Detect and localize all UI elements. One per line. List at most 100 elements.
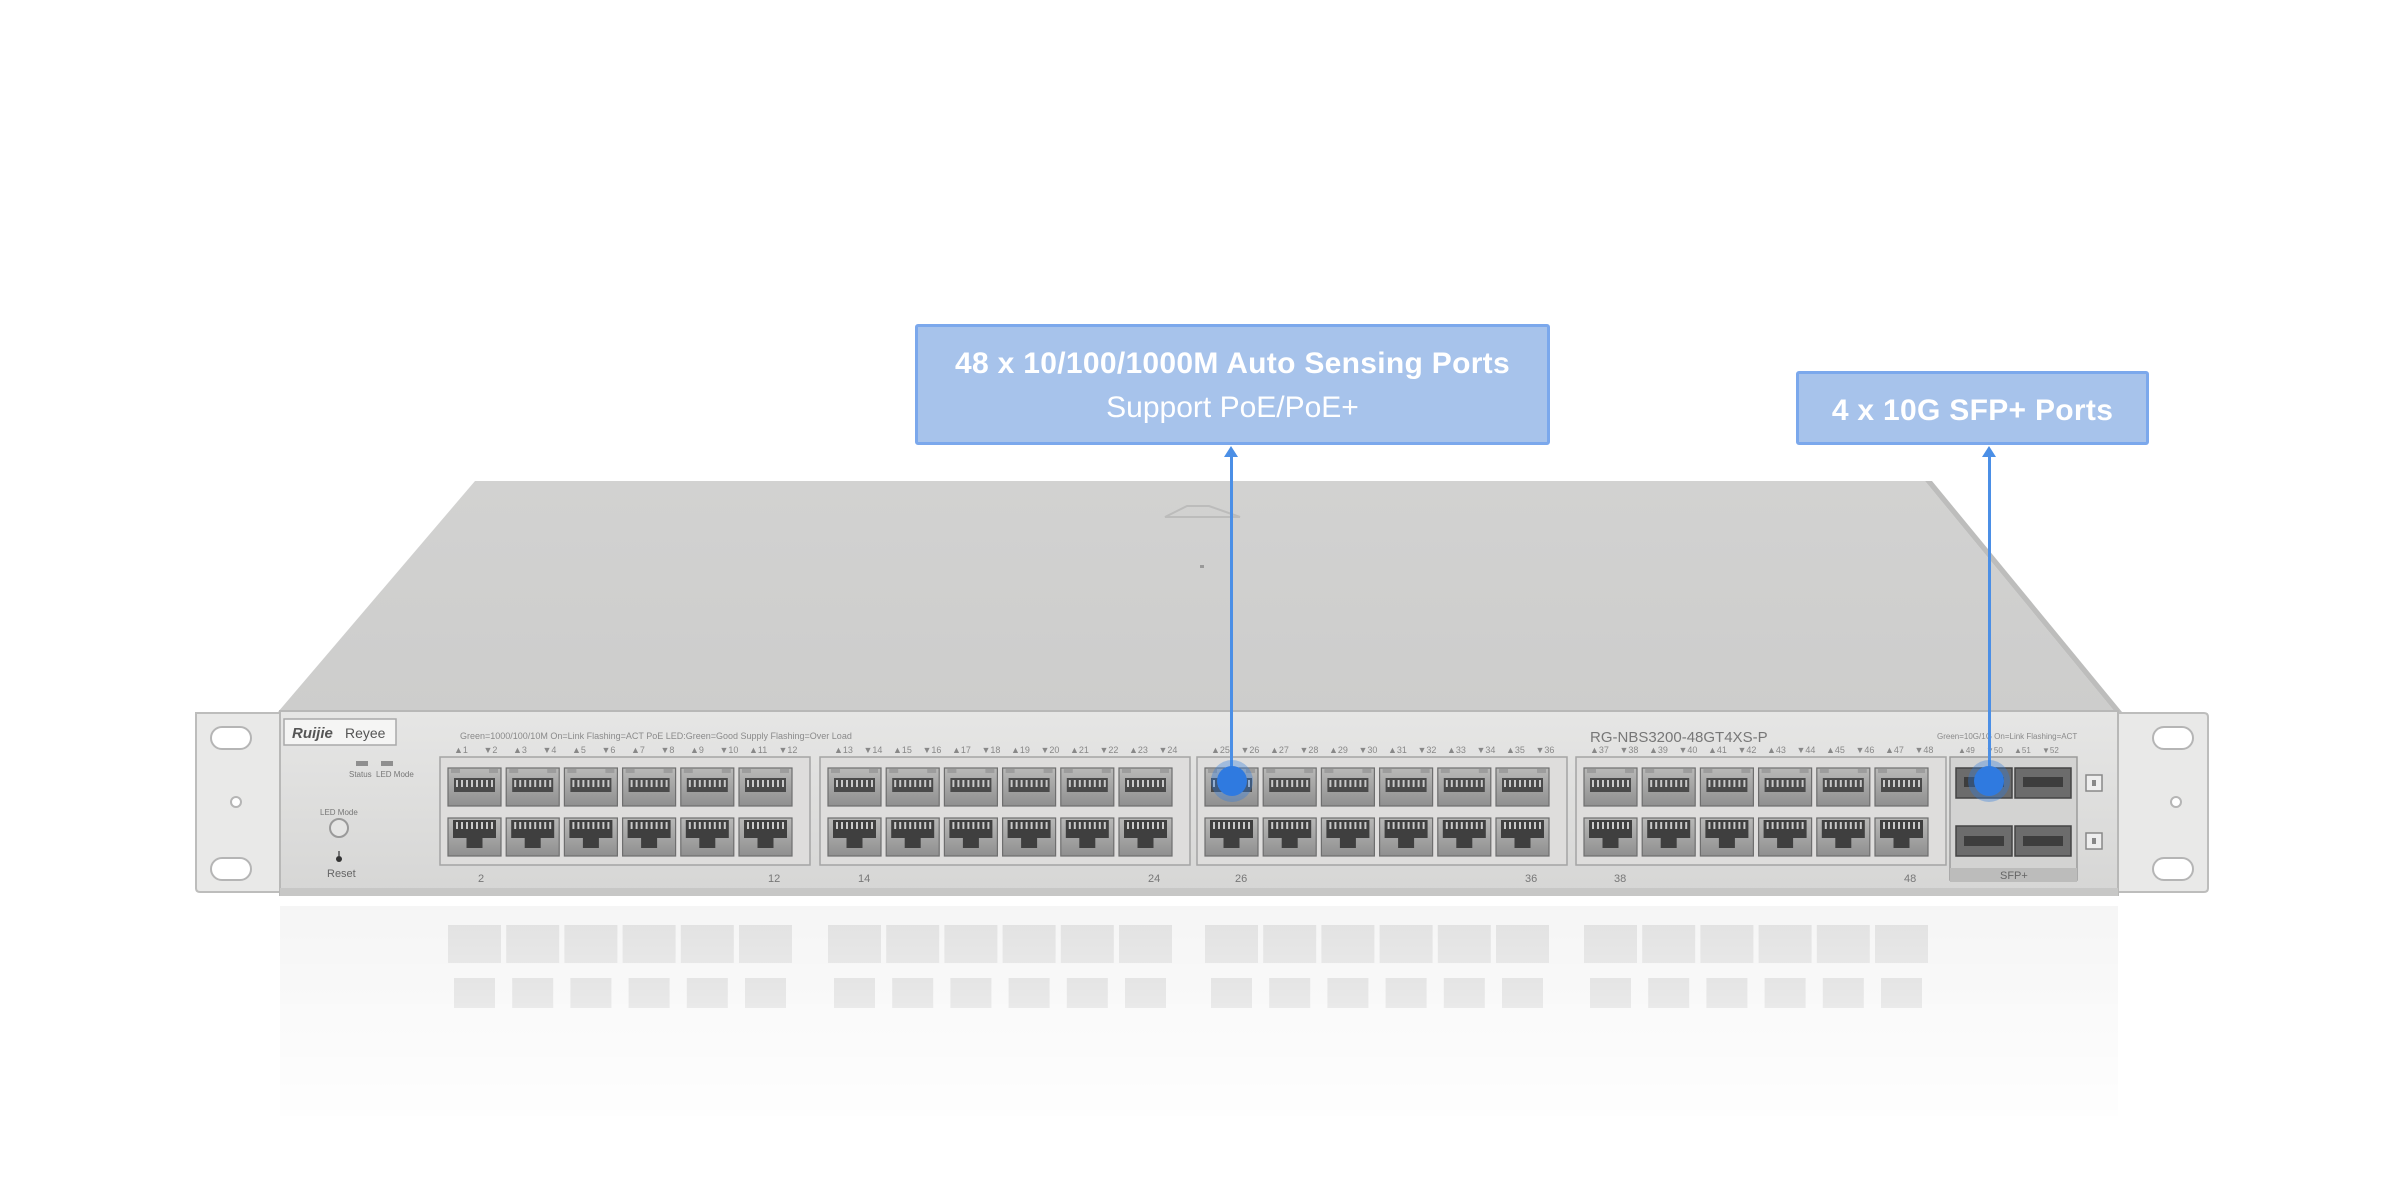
rj45-port — [1262, 817, 1317, 857]
sfp-port-number-label: ▲49 — [1958, 746, 1975, 755]
led-mode-indicator-label: LED Mode — [376, 770, 414, 779]
callout-ports-arrow — [1224, 446, 1238, 457]
port-number-label: ▼24 — [1159, 745, 1178, 755]
port-number-label: ▲29 — [1329, 745, 1348, 755]
led-mode-led — [381, 761, 393, 766]
callout-sfp-leader — [1988, 455, 1991, 777]
port-number-label: ▲21 — [1070, 745, 1089, 755]
led-mode-button-label: LED Mode — [320, 808, 358, 817]
rj45-port — [1699, 767, 1755, 807]
callout-rj45-ports: 48 x 10/100/1000M Auto Sensing Ports Sup… — [915, 324, 1550, 445]
port-number-label: 26 — [1235, 873, 1247, 885]
status-led — [356, 761, 368, 766]
rj45-port — [1118, 767, 1173, 807]
port-number-label: 14 — [858, 873, 870, 885]
port-number-label: ▼26 — [1241, 745, 1260, 755]
port-number-label: ▲39 — [1649, 745, 1668, 755]
port-number-label: ▼12 — [779, 745, 798, 755]
rj45-port — [885, 817, 940, 857]
rj45-port — [505, 767, 560, 807]
port-number-label: ▼44 — [1797, 745, 1816, 755]
rj45-port — [1378, 817, 1434, 857]
port-number-label: ▲31 — [1388, 745, 1407, 755]
callout-sfp-ports: 4 x 10G SFP+ Ports — [1796, 371, 2149, 445]
sfp-port-number-label: ▼52 — [2042, 746, 2059, 755]
port-number-label: ▲27 — [1270, 745, 1289, 755]
rack-ear-left — [195, 712, 301, 893]
rj45-port — [621, 817, 677, 857]
rj45-port — [1816, 817, 1871, 857]
callout-sfp-marker — [1974, 766, 2004, 796]
port-number-label: ▼42 — [1738, 745, 1757, 755]
rj45-port — [447, 817, 502, 857]
port-number-label: ▼4 — [543, 745, 557, 755]
reset-label: Reset — [327, 868, 356, 880]
rj45-port — [1495, 767, 1550, 807]
rj45-port — [738, 817, 793, 857]
rj45-port — [680, 767, 735, 807]
port-number-label: ▼30 — [1359, 745, 1378, 755]
port-number-label: 24 — [1148, 873, 1160, 885]
port-number-label: ▼20 — [1041, 745, 1060, 755]
port-number-label: ▼2 — [484, 745, 498, 755]
rj45-port — [1320, 817, 1376, 857]
port-legend: Green=1000/100/10M On=Link Flashing=ACT … — [460, 731, 852, 741]
port-number-label: ▼28 — [1300, 745, 1319, 755]
sfp-legend: Green=10G/1G On=Link Flashing=ACT — [1937, 732, 2077, 741]
sfp-port-group: SFP+ ▲49▼50▲51▼52 — [1949, 746, 2078, 882]
port-number-label: 38 — [1614, 873, 1626, 885]
rj45-port — [447, 767, 502, 807]
callout-ports-title: 48 x 10/100/1000M Auto Sensing Ports — [955, 347, 1510, 380]
rj45-port — [1495, 817, 1550, 857]
callout-ports-subtitle: Support PoE/PoE+ — [1106, 391, 1359, 424]
rj45-port — [1320, 767, 1376, 807]
port-number-label: ▲17 — [952, 745, 971, 755]
port-number-label: ▼18 — [982, 745, 1001, 755]
chassis-top — [278, 481, 2115, 712]
rack-ear-right — [2101, 712, 2209, 893]
port-number-label: ▲11 — [749, 745, 767, 755]
rj45-port — [1641, 767, 1696, 807]
port-number-label: ▲1 — [454, 745, 468, 755]
rj45-port — [1583, 817, 1638, 857]
rj45-port — [885, 767, 940, 807]
callout-sfp-title: 4 x 10G SFP+ Ports — [1831, 394, 2114, 427]
rj45-port — [827, 767, 882, 807]
reset-pinhole — [336, 856, 342, 862]
rj45-port — [943, 817, 999, 857]
rj45-port — [943, 767, 999, 807]
rj45-port — [1699, 817, 1755, 857]
port-number-label: ▲15 — [893, 745, 912, 755]
brand-logo-text: Ruijie — [292, 725, 333, 742]
port-number-label: ▲3 — [513, 745, 527, 755]
rj45-port — [1118, 817, 1173, 857]
led-mode-button — [329, 818, 349, 838]
rj45-port-groups — [439, 756, 1947, 866]
rj45-port — [1060, 817, 1115, 857]
port-number-label: 48 — [1904, 873, 1916, 885]
port-number-label: ▼40 — [1679, 745, 1698, 755]
sfp-port-number-label: ▼50 — [1986, 746, 2003, 755]
sfp-port-number-labels: ▲49▼50▲51▼52 — [1958, 746, 2059, 755]
rj45-port — [1757, 817, 1813, 857]
port-number-label: ▲37 — [1590, 745, 1609, 755]
rj45-port — [1583, 767, 1638, 807]
port-number-labels-top: ▲1▼2▲3▼4▲5▼6▲7▼8▲9▼10▲11▼12▲13▼14▲15▼16▲… — [454, 745, 1933, 755]
port-number-label: ▼8 — [661, 745, 675, 755]
callout-ports-marker — [1217, 766, 1247, 796]
floor-reflection — [200, 900, 2210, 1130]
rj45-port — [827, 817, 882, 857]
port-number-label: ▲41 — [1708, 745, 1727, 755]
rj45-port — [1641, 817, 1696, 857]
port-number-label: ▲19 — [1011, 745, 1030, 755]
port-number-label: ▼22 — [1100, 745, 1119, 755]
rj45-port — [1437, 817, 1492, 857]
rj45-port — [680, 817, 735, 857]
rj45-port — [505, 817, 560, 857]
port-number-label: ▲45 — [1826, 745, 1845, 755]
port-number-label: 2 — [478, 873, 484, 885]
rj45-port — [1874, 767, 1929, 807]
rj45-port — [1001, 817, 1057, 857]
